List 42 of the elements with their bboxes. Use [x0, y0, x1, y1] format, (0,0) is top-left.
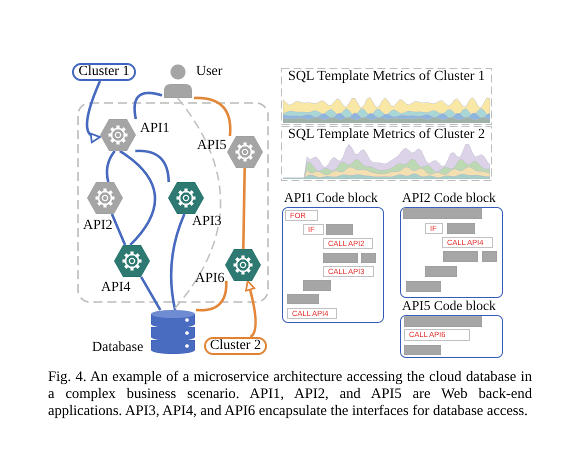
node-label: API1 — [140, 121, 170, 137]
figure-caption: Fig. 4. An example of a microservice architecture accessing the cloud database in a complex business scenario. API1, API2, and API5 are Web back-end applications. API3, API4, and API6 encapsulate the interfaces for database access. — [48, 369, 532, 420]
code-block-title: API1 Code block — [284, 190, 378, 206]
connector-line — [140, 276, 162, 311]
code-line-bar — [403, 208, 482, 219]
code-block-title: API2 Code block — [402, 190, 496, 206]
node-label: API5 — [197, 138, 227, 154]
node-label: User — [196, 64, 222, 80]
connector-line — [133, 92, 162, 120]
connector-line — [106, 150, 116, 182]
code-line-bar — [443, 251, 478, 262]
code-line-bar — [406, 281, 441, 292]
node-label: API2 — [83, 218, 113, 234]
connector-line — [119, 150, 156, 246]
code-line-bar — [361, 253, 376, 263]
code-line-bar — [425, 266, 457, 277]
code-line-bar — [482, 251, 497, 262]
connector-line — [135, 150, 170, 182]
cluster-tag: Cluster 1 — [72, 63, 136, 81]
code-block-title: API5 Code block — [402, 298, 496, 314]
code-line-bar — [404, 316, 482, 327]
chart-title: SQL Template Metrics of Cluster 2 — [287, 127, 486, 143]
connector-line — [170, 214, 186, 310]
node-label: API3 — [192, 214, 222, 230]
node-label: API4 — [101, 280, 131, 296]
leader-line — [244, 280, 257, 338]
code-line-bar — [447, 223, 475, 234]
connector-line — [110, 214, 126, 246]
code-line-bar — [323, 253, 358, 263]
node-label: Database — [92, 340, 144, 356]
connector-line — [172, 98, 222, 310]
connector-line — [194, 96, 232, 136]
cluster-tag: Cluster 2 — [204, 337, 267, 355]
leader-line — [86, 80, 102, 142]
connector-line — [242, 168, 246, 250]
connector-line — [196, 281, 228, 312]
node-label: API6 — [195, 271, 225, 287]
code-line-bar — [303, 280, 331, 291]
code-line-bar — [404, 345, 441, 355]
code-line-bar — [326, 224, 353, 235]
chart-title: SQL Template Metrics of Cluster 1 — [287, 69, 486, 85]
code-line-bar — [287, 294, 319, 304]
